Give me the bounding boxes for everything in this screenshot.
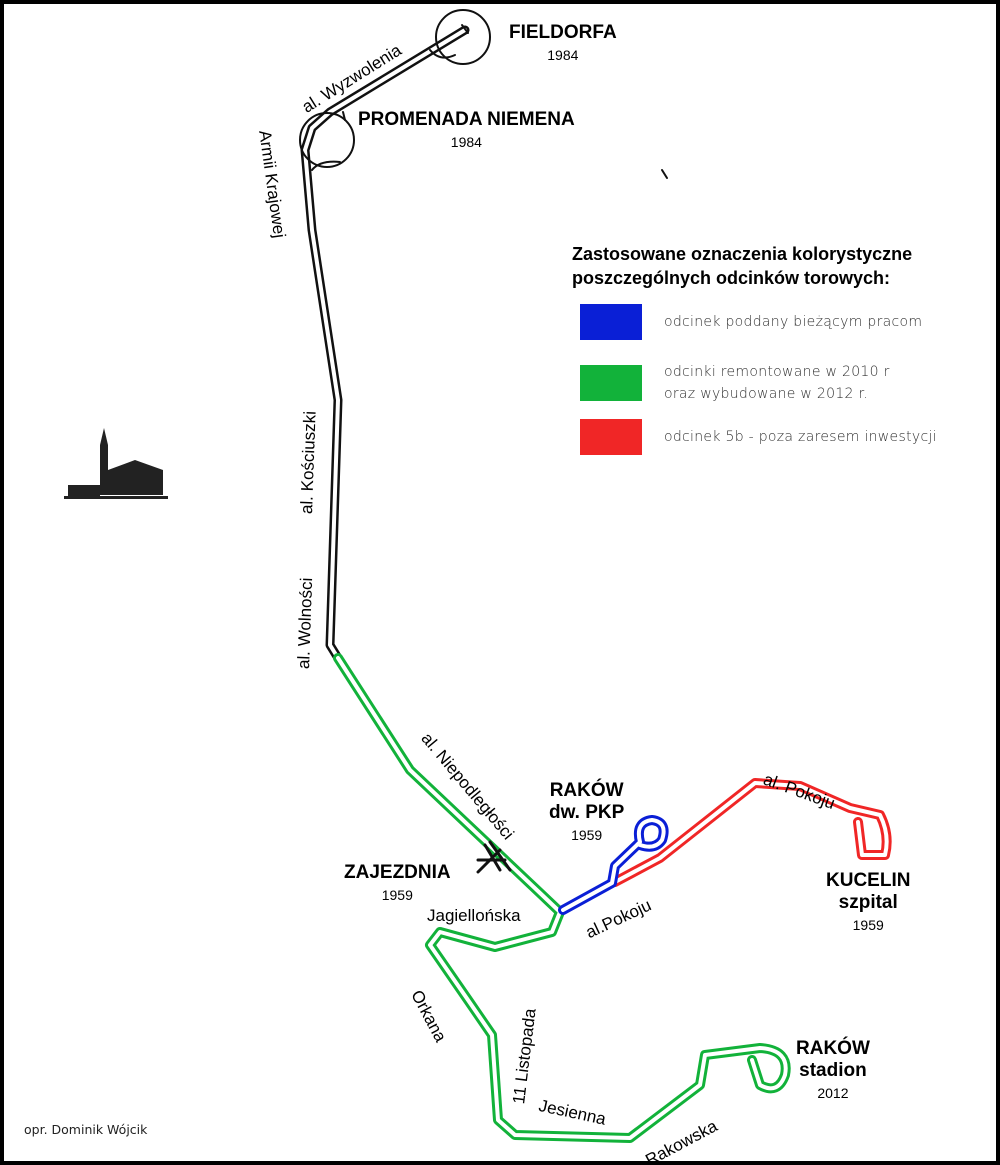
stop-name: KUCELIN — [826, 870, 911, 891]
track-green — [333, 653, 791, 1143]
stop-name-2: dw. PKP — [549, 802, 625, 823]
stop-year: 1959 — [852, 917, 884, 933]
credit: opr. Dominik Wójcik — [24, 1122, 148, 1137]
stop-year: 2012 — [817, 1085, 849, 1101]
loop-promenada — [299, 112, 355, 168]
stop-name: PROMENADA NIEMENA — [358, 109, 575, 130]
stop-rakow-stadion: RAKÓW stadion 2012 — [796, 1038, 870, 1104]
stop-year: 1959 — [571, 827, 603, 843]
stop-name: FIELDORFA — [509, 22, 617, 43]
legend-item-blue: odcinek poddany bieżącym pracom — [580, 304, 922, 340]
legend-line: odcinek 5b - poza zaresem inwestycji — [664, 429, 937, 445]
legend-text: odcinek 5b - poza zaresem inwestycji — [664, 426, 937, 448]
church-icon — [64, 428, 168, 499]
stop-zajezdnia: ZAJEZDNIA 1959 — [344, 862, 451, 906]
legend-swatch — [580, 304, 642, 340]
street-jagiellonska: Jagiellońska — [427, 906, 521, 925]
legend-text: odcinki remontowane w 2010 r oraz wybudo… — [664, 361, 890, 405]
stop-name-2: szpital — [838, 892, 898, 913]
street-kosciuszki: al. Kościuszki — [297, 410, 320, 515]
track-black — [299, 9, 491, 663]
stop-year: 1984 — [547, 47, 579, 63]
legend-title: Zastosowane oznaczenia kolorystyczne pos… — [572, 242, 912, 290]
street-wolnosci: al. Wolności — [294, 577, 317, 670]
legend-swatch — [580, 365, 642, 401]
legend-line: odcinek poddany bieżącym pracom — [664, 314, 923, 330]
legend-text: odcinek poddany bieżącym pracom — [664, 311, 922, 333]
legend-title-line: poszczególnych odcinków torowych: — [572, 268, 891, 288]
stop-promenada: PROMENADA NIEMENA 1984 — [358, 109, 575, 153]
stop-name-2: stadion — [799, 1060, 867, 1081]
stop-name: ZAJEZDNIA — [344, 862, 451, 883]
loop-fieldorfa — [435, 9, 491, 65]
legend-item-red: odcinek 5b - poza zaresem inwestycji — [580, 419, 937, 455]
stop-name: RAKÓW — [549, 780, 624, 801]
stop-name: RAKÓW — [796, 1038, 870, 1059]
legend-title-line: Zastosowane oznaczenia kolorystyczne — [572, 244, 913, 264]
legend-line: odcinki remontowane w 2010 r — [664, 364, 890, 380]
stop-fieldorfa: FIELDORFA 1984 — [509, 22, 617, 66]
stop-year: 1959 — [381, 887, 413, 903]
legend-swatch — [580, 419, 642, 455]
track-red — [610, 778, 892, 887]
stop-rakow-pkp: RAKÓW dw. PKP 1959 — [549, 780, 624, 846]
legend-line: oraz wybudowane w 2012 r. — [664, 386, 869, 402]
stop-kucelin: KUCELIN szpital 1959 — [826, 870, 910, 936]
stop-year: 1984 — [450, 134, 482, 150]
depot-icon — [476, 840, 512, 874]
legend-item-green: odcinki remontowane w 2010 r oraz wybudo… — [580, 361, 890, 405]
track-blue — [558, 815, 669, 915]
